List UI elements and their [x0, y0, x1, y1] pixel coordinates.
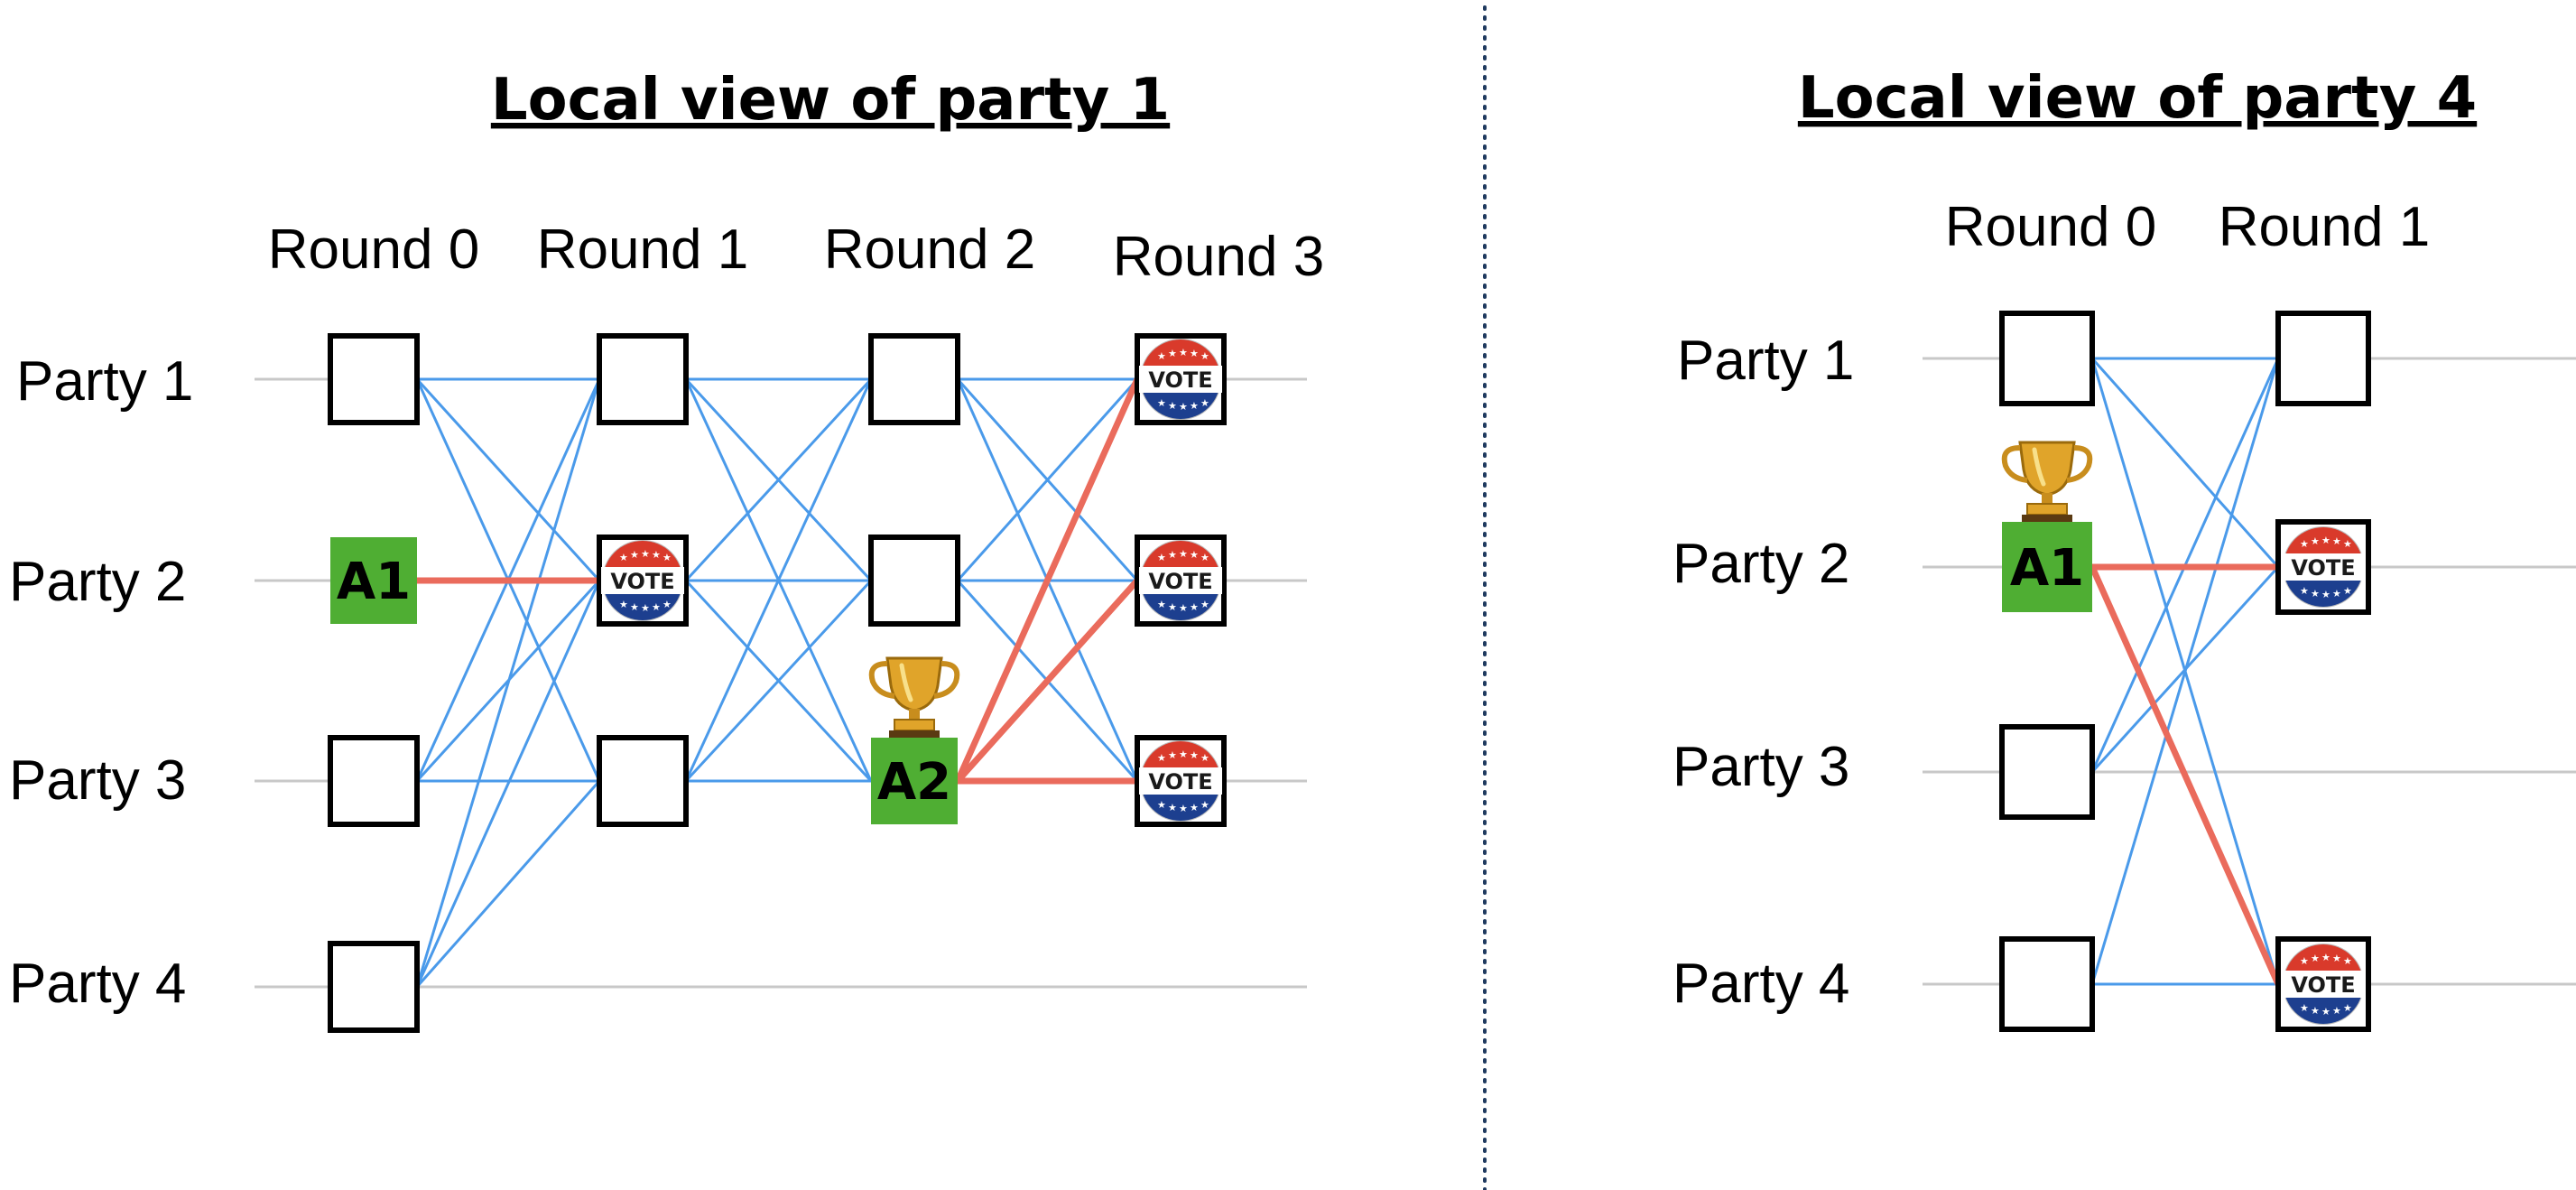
- message-edge: [2090, 358, 2280, 568]
- vote-node-right-r1-p2: VOTE: [2275, 519, 2371, 615]
- left-party-1-label: Party 1: [16, 350, 193, 413]
- badge-label: A1: [2010, 539, 2084, 598]
- right-round-1-label: Round 1: [2219, 196, 2430, 258]
- badge-fill: [871, 738, 958, 824]
- node-left-r1-p1: [597, 333, 689, 425]
- node-left-r1-p3: [597, 735, 689, 827]
- vote-node-left-r1-p2: VOTE: [597, 535, 689, 627]
- right-party-3-label: Party 3: [1673, 736, 1849, 798]
- vote-edge: [954, 376, 1141, 785]
- vote-edge: [2089, 563, 2282, 988]
- message-edge: [684, 377, 873, 582]
- trophy-icon: [2005, 442, 2090, 522]
- left-panel-title: Local view of party 1: [491, 67, 1170, 134]
- message-edge: [415, 378, 601, 988]
- badge-label: A2: [877, 753, 951, 812]
- node-right-r0-p4: [1999, 936, 2095, 1032]
- badge-fill: [330, 537, 417, 624]
- message-edge: [415, 377, 601, 582]
- right-panel-title: Local view of party 4: [1798, 65, 2477, 132]
- message-edge: [2090, 358, 2280, 985]
- trophy-icon: [872, 658, 958, 738]
- left-round-3-label: Round 3: [1113, 226, 1324, 288]
- badge-a1-right: A1: [2002, 442, 2092, 612]
- left-round-1-label: Round 1: [537, 218, 748, 281]
- node-right-r0-p3: [1999, 724, 2095, 820]
- left-party-4-label: Party 4: [9, 953, 186, 1015]
- node-right-r0-p1: [1999, 311, 2095, 406]
- message-edge: [956, 378, 1139, 581]
- message-edge: [415, 780, 601, 988]
- node-left-r0-p4: [328, 941, 420, 1033]
- right-round-0-label: Round 0: [1945, 196, 2156, 258]
- node-left-r0-p1: [328, 333, 420, 425]
- badge-a1-left: A1: [330, 537, 417, 624]
- vote-node-left-r3-p1: VOTE: [1135, 333, 1227, 425]
- vote-sticker-label: VOTE: [610, 569, 674, 594]
- vote-sticker-label: VOTE: [1148, 569, 1212, 594]
- message-edge: [684, 378, 873, 782]
- left-party-2-label: Party 2: [9, 551, 186, 613]
- vote-sticker-label: VOTE: [1148, 367, 1212, 393]
- vote-node-left-r3-p2: VOTE: [1135, 535, 1227, 627]
- node-right-r1-p1: [2275, 311, 2371, 406]
- right-party-4-label: Party 4: [1673, 953, 1849, 1015]
- vote-node-right-r1-p4: VOTE: [2275, 936, 2371, 1032]
- left-round-2-label: Round 2: [824, 218, 1035, 281]
- badge-a2-left: A2: [871, 658, 958, 824]
- right-party-1-label: Party 1: [1677, 330, 1854, 392]
- badge-fill: [2002, 522, 2092, 612]
- vote-sticker-label: VOTE: [2291, 555, 2355, 581]
- left-party-3-label: Party 3: [9, 749, 186, 812]
- timelines: [255, 357, 2576, 989]
- vote-sticker-label: VOTE: [1148, 769, 1212, 795]
- right-party-2-label: Party 2: [1673, 533, 1849, 595]
- vote-sticker-label: VOTE: [2291, 972, 2355, 998]
- vote-edge: [954, 577, 1141, 785]
- message-edges: [413, 357, 2282, 988]
- node-left-r2-p1: [868, 333, 960, 425]
- message-edge: [415, 580, 601, 988]
- left-round-0-label: Round 0: [268, 218, 479, 281]
- node-left-r0-p3: [328, 735, 420, 827]
- badge-label: A1: [337, 553, 411, 611]
- vote-node-left-r3-p3: VOTE: [1135, 735, 1227, 827]
- message-edge: [684, 579, 873, 783]
- node-left-r2-p2: [868, 535, 960, 627]
